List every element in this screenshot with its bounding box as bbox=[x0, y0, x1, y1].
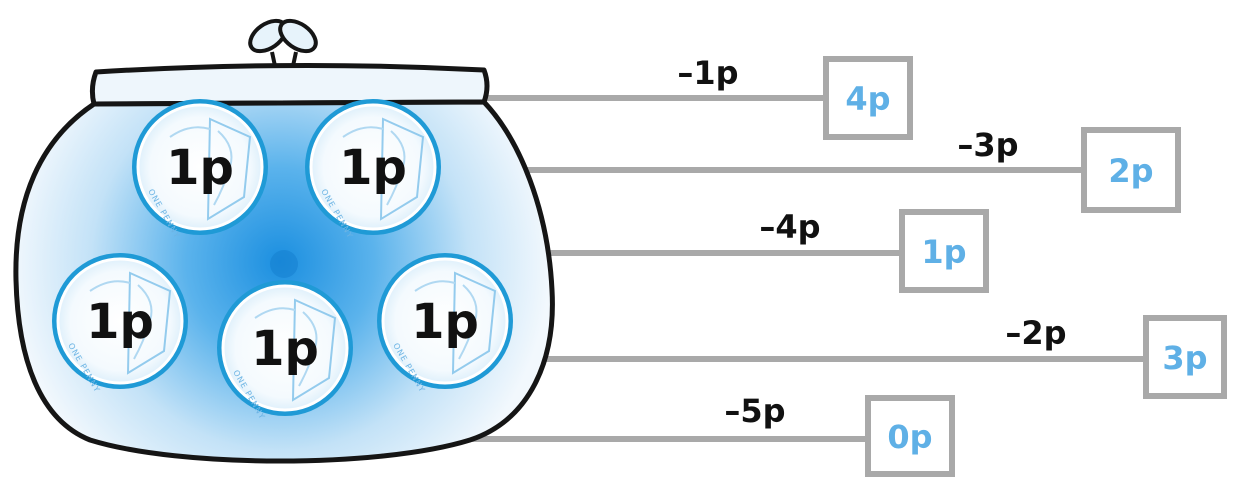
coin-value-label: 1p bbox=[411, 294, 479, 350]
purse-frame bbox=[92, 65, 487, 104]
answer-value: 4p bbox=[845, 80, 890, 118]
subtract-amount-label: –3p bbox=[957, 126, 1018, 164]
purse-clasp-icon bbox=[245, 15, 322, 66]
subtract-amount-label: –1p bbox=[677, 54, 738, 92]
answer-value: 3p bbox=[1162, 339, 1207, 377]
subtract-amount-label: –2p bbox=[1005, 314, 1066, 352]
coin-value-label: 1p bbox=[86, 294, 154, 350]
subtract-amount-label: –4p bbox=[759, 208, 820, 246]
answer-value: 1p bbox=[921, 233, 966, 271]
coin-value-label: 1p bbox=[166, 140, 234, 196]
answer-value: 2p bbox=[1108, 152, 1153, 190]
coin-value-label: 1p bbox=[251, 321, 319, 377]
subtraction-step-3: –4p 1p bbox=[759, 208, 986, 290]
subtract-amount-label: –5p bbox=[724, 392, 785, 430]
answer-value: 0p bbox=[887, 418, 932, 456]
subtraction-step-4: –2p 3p bbox=[1005, 314, 1224, 396]
coin-value-label: 1p bbox=[339, 140, 407, 196]
subtraction-step-5: –5p 0p bbox=[724, 392, 952, 474]
purse-button bbox=[270, 250, 298, 278]
subtraction-steps: –1p 4p –3p 2p –4p 1p –2p 3p –5p 0p bbox=[677, 54, 1224, 474]
